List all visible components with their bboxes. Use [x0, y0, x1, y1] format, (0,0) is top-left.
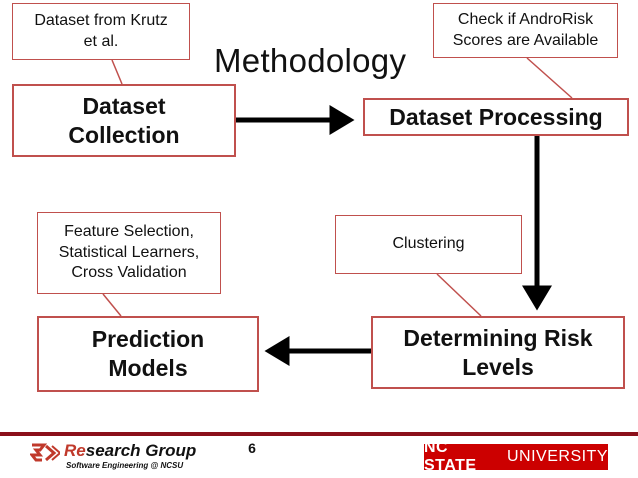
- callout-line-prediction: [102, 293, 122, 317]
- university-logo: NC STATE UNIVERSITY: [424, 439, 608, 474]
- page-title: Methodology: [214, 42, 407, 79]
- step-dataset-collection: Dataset Collection: [12, 84, 236, 157]
- page-number: 6: [248, 440, 256, 456]
- note-prediction-methods: Feature Selection, Statistical Learners,…: [37, 212, 221, 294]
- callout-line-dataset-source: [111, 59, 123, 85]
- research-group-name: Research Group: [64, 441, 196, 461]
- note-clustering: Clustering: [335, 215, 522, 274]
- note-dataset-source: Dataset from Krutz et al.: [12, 3, 190, 60]
- footer-divider: [0, 432, 638, 436]
- research-group-mark-icon: [30, 443, 60, 462]
- note-androrisk-check: Check if AndroRisk Scores are Available: [433, 3, 618, 58]
- callout-line-androrisk: [526, 57, 573, 99]
- research-group-name-suffix: search Group: [85, 441, 197, 460]
- university-name-regular: UNIVERSITY: [506, 448, 608, 465]
- step-prediction-models: Prediction Models: [37, 316, 259, 392]
- step-dataset-processing: Dataset Processing: [363, 98, 629, 136]
- university-name-bold: NC STATE: [424, 439, 477, 474]
- research-group-name-prefix: Re: [64, 441, 86, 460]
- research-group-subtitle: Software Engineering @ NCSU: [66, 461, 184, 470]
- callout-line-clustering: [436, 273, 482, 317]
- step-determining-risk-levels: Determining Risk Levels: [371, 316, 625, 389]
- research-group-logo: Research Group Software Engineering @ NC…: [30, 441, 240, 471]
